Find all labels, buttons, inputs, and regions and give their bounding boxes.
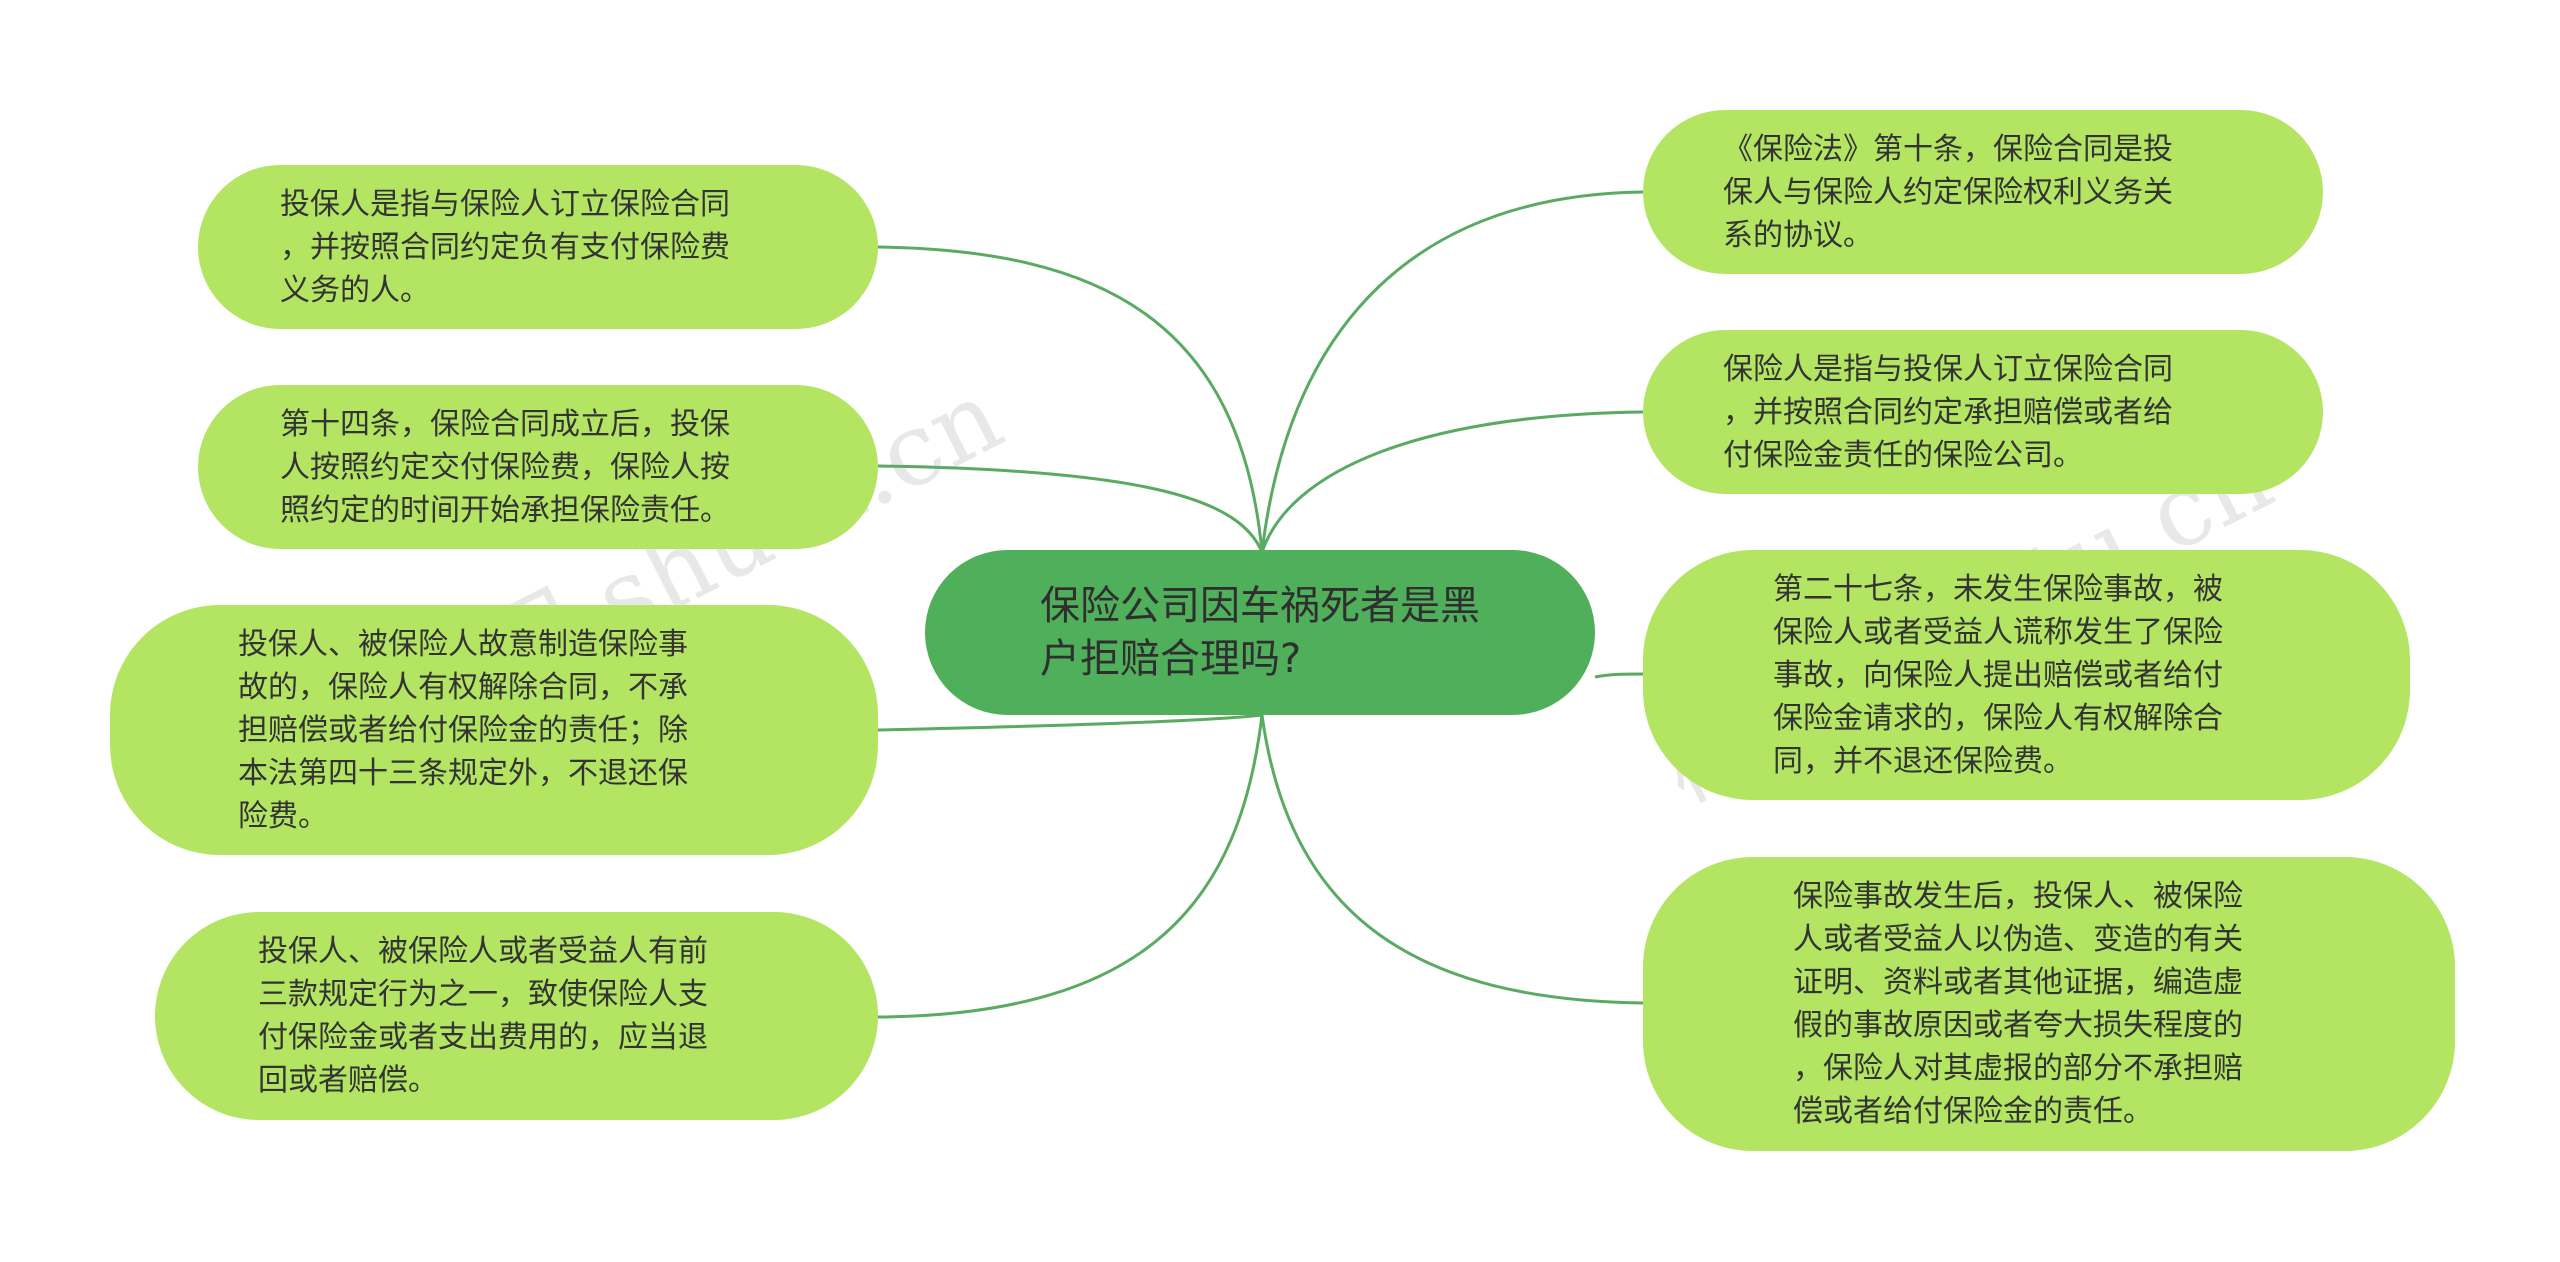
edge-right-2 [1260,410,1644,553]
leaf-article-14[interactable]: 第十四条，保险合同成立后，投保 人按照约定交付保险费，保险人按 照约定的时间开始… [198,385,878,549]
edge-right-1 [1260,190,1644,553]
leaf-insurer-definition[interactable]: 保险人是指与投保人订立保险合同 ，并按照合同约定承担赔偿或者给 付保险金责任的保… [1643,330,2323,494]
leaf-text: 保险人是指与投保人订立保险合同 ，并按照合同约定承担赔偿或者给 付保险金责任的保… [1723,351,2173,473]
edge-right-3 [1594,672,1644,679]
leaf-insurance-law-article-10[interactable]: 《保险法》第十条，保险合同是投 保人与保险人约定保险权利义务关 系的协议。 [1643,110,2323,274]
edge-left-3 [877,713,1263,732]
edge-left-1 [877,245,1264,553]
leaf-text: 投保人、被保险人故意制造保险事 故的，保险人有权解除合同，不承 担赔偿或者给付保… [238,626,688,834]
leaf-text: 《保险法》第十条，保险合同是投 保人与保险人约定保险权利义务关 系的协议。 [1723,131,2173,253]
leaf-intentional-accident[interactable]: 投保人、被保险人故意制造保险事 故的，保险人有权解除合同，不承 担赔偿或者给付保… [110,605,878,855]
leaf-text: 投保人、被保险人或者受益人有前 三款规定行为之一，致使保险人支 付保险金或者支出… [258,934,708,1098]
leaf-text: 投保人是指与保险人订立保险合同 ，并按照合同约定负有支付保险费 义务的人。 [280,186,730,308]
edge-left-2 [877,464,1264,553]
leaf-forged-evidence[interactable]: 保险事故发生后，投保人、被保险 人或者受益人以伪造、变造的有关 证明、资料或者其… [1643,857,2455,1151]
leaf-text: 第十四条，保险合同成立后，投保 人按照约定交付保险费，保险人按 照约定的时间开始… [280,406,730,528]
edge-left-4 [877,714,1264,1019]
leaf-refund-or-compensate[interactable]: 投保人、被保险人或者受益人有前 三款规定行为之一，致使保险人支 付保险金或者支出… [155,912,878,1120]
leaf-policyholder-definition[interactable]: 投保人是指与保险人订立保险合同 ，并按照合同约定负有支付保险费 义务的人。 [198,165,878,329]
center-topic-text: 保险公司因车祸死者是黑 户拒赔合理吗? [1040,582,1480,682]
leaf-text: 第二十七条，未发生保险事故，被 保险人或者受益人谎称发生了保险 事故，向保险人提… [1773,571,2223,779]
leaf-article-27[interactable]: 第二十七条，未发生保险事故，被 保险人或者受益人谎称发生了保险 事故，向保险人提… [1643,550,2410,800]
edge-right-4 [1260,714,1644,1005]
center-topic[interactable]: 保险公司因车祸死者是黑 户拒赔合理吗? [925,550,1595,715]
leaf-text: 保险事故发生后，投保人、被保险 人或者受益人以伪造、变造的有关 证明、资料或者其… [1793,879,2243,1129]
